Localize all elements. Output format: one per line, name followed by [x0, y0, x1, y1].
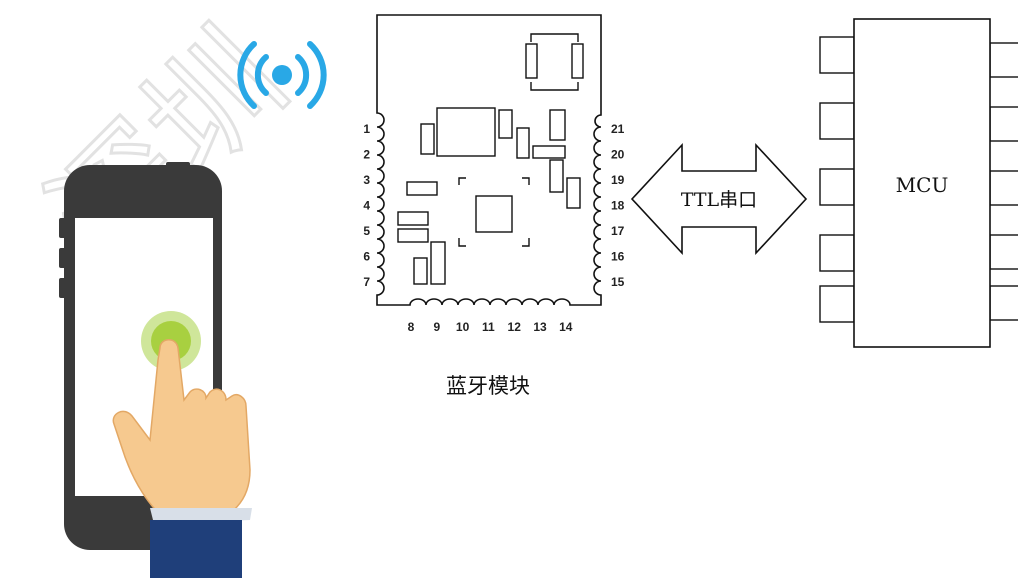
pin-label: 12 — [508, 320, 522, 334]
pin-label: 15 — [611, 275, 625, 289]
mcu-right-pins — [989, 42, 1018, 321]
pin-label: 9 — [433, 320, 440, 334]
pin-label: 1 — [363, 122, 370, 136]
ttl-label: TTL串口 — [681, 189, 757, 211]
module-caption: 蓝牙模块 — [446, 374, 530, 398]
pin-label: 14 — [559, 320, 573, 334]
mcu-body — [853, 18, 991, 348]
bottom-pin-labels: 8 9 10 11 12 13 14 — [408, 320, 573, 334]
pin-label: 16 — [611, 250, 625, 264]
mcu-chip: MCU — [819, 18, 1018, 348]
ttl-serial-link: TTL串口 — [630, 142, 808, 256]
pin-label: 5 — [363, 224, 370, 238]
pin-label: 8 — [408, 320, 415, 334]
pointing-hand-icon — [112, 339, 252, 578]
pin-label: 11 — [482, 320, 495, 334]
right-pin-labels: 21 20 19 18 17 16 15 — [611, 122, 625, 289]
mcu-left-pins — [819, 36, 855, 323]
double-arrow-icon — [630, 142, 808, 256]
pin-label: 3 — [363, 173, 370, 187]
pin-label: 2 — [363, 148, 370, 162]
pin-label: 13 — [533, 320, 547, 334]
pin-label: 17 — [611, 224, 625, 238]
pin-label: 7 — [363, 275, 370, 289]
pin-label: 20 — [611, 148, 625, 162]
pin-label: 18 — [611, 199, 625, 213]
module-outline — [376, 14, 602, 306]
wireless-signal-icon — [237, 41, 327, 109]
mcu-label: MCU — [896, 173, 949, 197]
pin-label: 4 — [363, 199, 370, 213]
pin-label: 19 — [611, 173, 625, 187]
pin-label: 6 — [363, 250, 370, 264]
sleeve — [150, 520, 242, 578]
left-pin-labels: 1 2 3 4 5 6 7 — [363, 122, 370, 289]
module-components — [397, 33, 584, 285]
pin-label: 21 — [611, 122, 625, 136]
pin-label: 10 — [456, 320, 470, 334]
